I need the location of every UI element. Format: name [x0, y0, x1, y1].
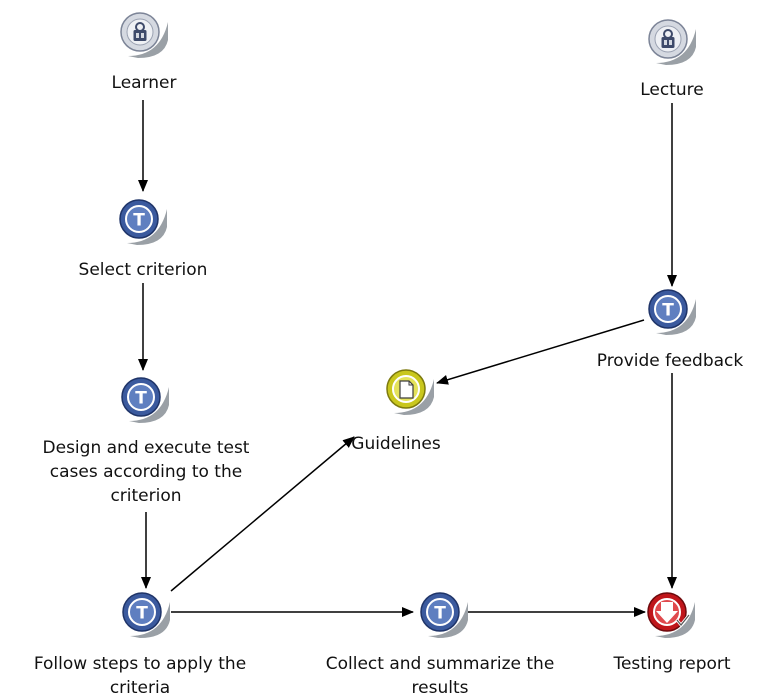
collect-summarize-task-node[interactable]: T: [414, 590, 472, 640]
label-line: Collect and summarize the: [325, 654, 555, 674]
task-icon: T: [122, 592, 170, 638]
select-criterion-task-node[interactable]: T: [113, 197, 171, 247]
label-line: Follow steps to apply the: [33, 654, 247, 674]
svg-text:T: T: [662, 301, 674, 321]
task-icon: T: [648, 289, 696, 335]
guidance-icon: [386, 369, 434, 415]
label-line: criterion: [110, 486, 182, 506]
collect-summarize-label: Collect and summarize the results: [326, 652, 555, 700]
guidelines-guidance-node[interactable]: [380, 367, 438, 417]
guidelines-label: Guidelines: [351, 434, 441, 454]
label-line: results: [411, 678, 469, 698]
select-criterion-label: Select criterion: [78, 260, 208, 280]
learner-label: Learner: [111, 73, 177, 93]
lecture-role-node[interactable]: [642, 17, 700, 67]
role-icon: [648, 19, 696, 65]
work-product-icon: [647, 592, 695, 638]
provide-feedback-task-node[interactable]: T: [642, 287, 700, 337]
lecture-label: Lecture: [640, 80, 704, 100]
svg-text:T: T: [136, 604, 148, 624]
follow-steps-label: Follow steps to apply the criteria: [34, 652, 246, 700]
task-icon: T: [420, 592, 468, 638]
learner-role-node[interactable]: [114, 10, 172, 60]
label-line: cases according to the: [49, 462, 243, 482]
svg-text:T: T: [133, 211, 145, 231]
svg-text:T: T: [434, 604, 446, 624]
edge-provide-feedback-to-guidelines: [436, 319, 645, 385]
edge-follow-steps-to-guidelines: [170, 436, 355, 592]
label-line: Design and execute test: [42, 438, 250, 458]
testing-report-work-product-node[interactable]: [641, 590, 699, 640]
provide-feedback-label: Provide feedback: [596, 351, 744, 371]
svg-text:T: T: [135, 389, 147, 409]
design-execute-label: Design and execute test cases according …: [43, 436, 250, 508]
testing-report-label: Testing report: [613, 654, 731, 674]
task-icon: T: [121, 377, 169, 423]
label-line: criteria: [109, 678, 171, 698]
role-icon: [120, 12, 168, 58]
task-icon: T: [119, 199, 167, 245]
follow-steps-task-node[interactable]: T: [116, 590, 174, 640]
design-execute-task-node[interactable]: T: [115, 375, 173, 425]
